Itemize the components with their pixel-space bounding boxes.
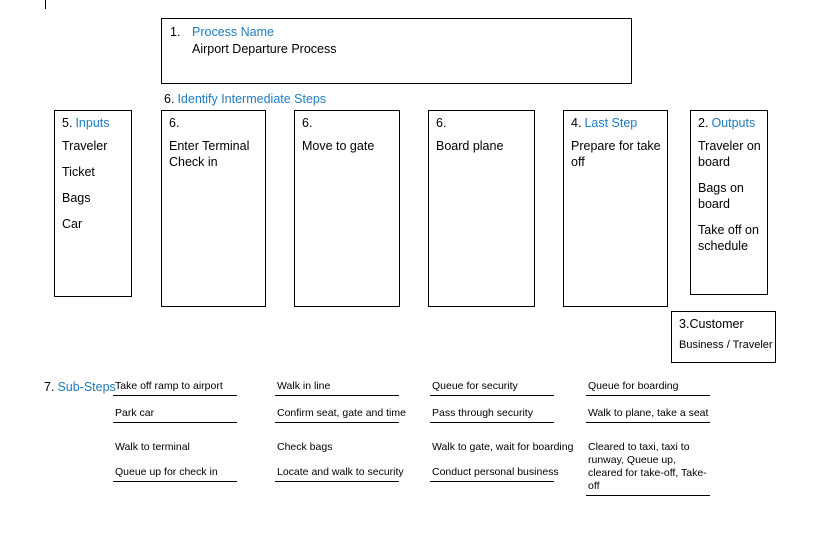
step-box-3-number: 6. — [436, 116, 447, 130]
substep-item: Walk to plane, take a seat — [586, 407, 710, 423]
customer-header: 3.Customer — [679, 317, 744, 332]
substeps-number: 7. — [44, 380, 55, 394]
outputs-header: 2.Outputs — [698, 116, 755, 131]
step-box-3-lines: Board plane — [436, 138, 530, 154]
substep-item: Check bags — [277, 441, 333, 453]
substep-item: Walk to gate, wait for boarding — [432, 441, 574, 453]
intermediate-steps-label: Identify Intermediate Steps — [177, 92, 327, 106]
process-name-number: 1. — [170, 25, 181, 39]
substep-item: Take off ramp to airport — [113, 380, 237, 396]
substep-item: Cleared to taxi, taxi to runway, Queue u… — [586, 441, 710, 496]
substep-item: Confirm seat, gate and time — [275, 407, 406, 423]
inputs-items: Traveler Ticket Bags Car — [62, 138, 127, 242]
process-name-value: Airport Departure Process — [192, 42, 337, 56]
customer-label: Customer — [689, 317, 744, 331]
step-box-1: 6. Enter Terminal Check in — [161, 110, 266, 307]
outputs-item: Traveler on board — [698, 139, 761, 169]
step-box-1-lines: Enter Terminal Check in — [169, 138, 261, 170]
last-step-number: 4. — [571, 116, 582, 130]
page-margin-tick — [45, 0, 46, 9]
substep-item: Pass through security — [430, 407, 554, 423]
inputs-box: 5.Inputs Traveler Ticket Bags Car — [54, 110, 132, 297]
outputs-label: Outputs — [711, 116, 756, 130]
process-name-header: 1. Process Name — [170, 24, 274, 40]
step-box-1-line: Enter Terminal — [169, 139, 250, 153]
substep-item: Walk in line — [275, 380, 399, 396]
step-box-2: 6. Move to gate — [294, 110, 400, 307]
inputs-header: 5.Inputs — [62, 116, 110, 131]
customer-value: Business / Traveler — [679, 339, 773, 351]
outputs-box: 2.Outputs Traveler on board Bags on boar… — [690, 110, 768, 295]
process-name-box: 1. Process Name Airport Departure Process — [161, 18, 632, 84]
step-box-1-line: Check in — [169, 155, 218, 169]
step-box-3-line: Board plane — [436, 139, 504, 153]
substeps-section-label: 7.Sub-Steps — [44, 380, 116, 395]
outputs-items: Traveler on board Bags on board Take off… — [698, 138, 764, 264]
step-box-3: 6. Board plane — [428, 110, 535, 307]
inputs-item: Car — [62, 217, 83, 231]
substep-item: Walk to terminal — [115, 441, 190, 453]
substep-item: Queue up for check in — [113, 466, 237, 482]
step-box-2-line: Move to gate — [302, 139, 375, 153]
step-box-1-number: 6. — [169, 116, 180, 130]
customer-number: 3. — [679, 317, 690, 331]
customer-box: 3.Customer Business / Traveler — [671, 311, 776, 363]
substep-item: Park car — [113, 407, 237, 423]
outputs-number: 2. — [698, 116, 709, 130]
inputs-item: Bags — [62, 191, 91, 205]
inputs-label: Inputs — [75, 116, 110, 130]
substep-item: Queue for boarding — [586, 380, 710, 396]
substep-item: Queue for security — [430, 380, 554, 396]
substep-item: Locate and walk to security — [275, 466, 404, 482]
inputs-number: 5. — [62, 116, 73, 130]
step-box-2-lines: Move to gate — [302, 138, 395, 154]
outputs-item: Take off on schedule — [698, 223, 759, 253]
inputs-item: Traveler — [62, 139, 108, 153]
last-step-box: 4.Last Step Prepare for take off — [563, 110, 668, 307]
intermediate-steps-number: 6. — [164, 92, 175, 106]
last-step-label: Last Step — [584, 116, 638, 130]
last-step-line: Prepare for take off — [571, 139, 661, 169]
substeps-label: Sub-Steps — [57, 380, 116, 394]
last-step-lines: Prepare for take off — [571, 138, 663, 170]
process-name-label: Process Name — [192, 25, 274, 39]
inputs-item: Ticket — [62, 165, 95, 179]
intermediate-steps-section-label: 6.Identify Intermediate Steps — [164, 92, 326, 107]
last-step-header: 4.Last Step — [571, 116, 637, 131]
step-box-2-number: 6. — [302, 116, 313, 130]
substep-item: Conduct personal business — [430, 466, 559, 482]
outputs-item: Bags on board — [698, 181, 744, 211]
